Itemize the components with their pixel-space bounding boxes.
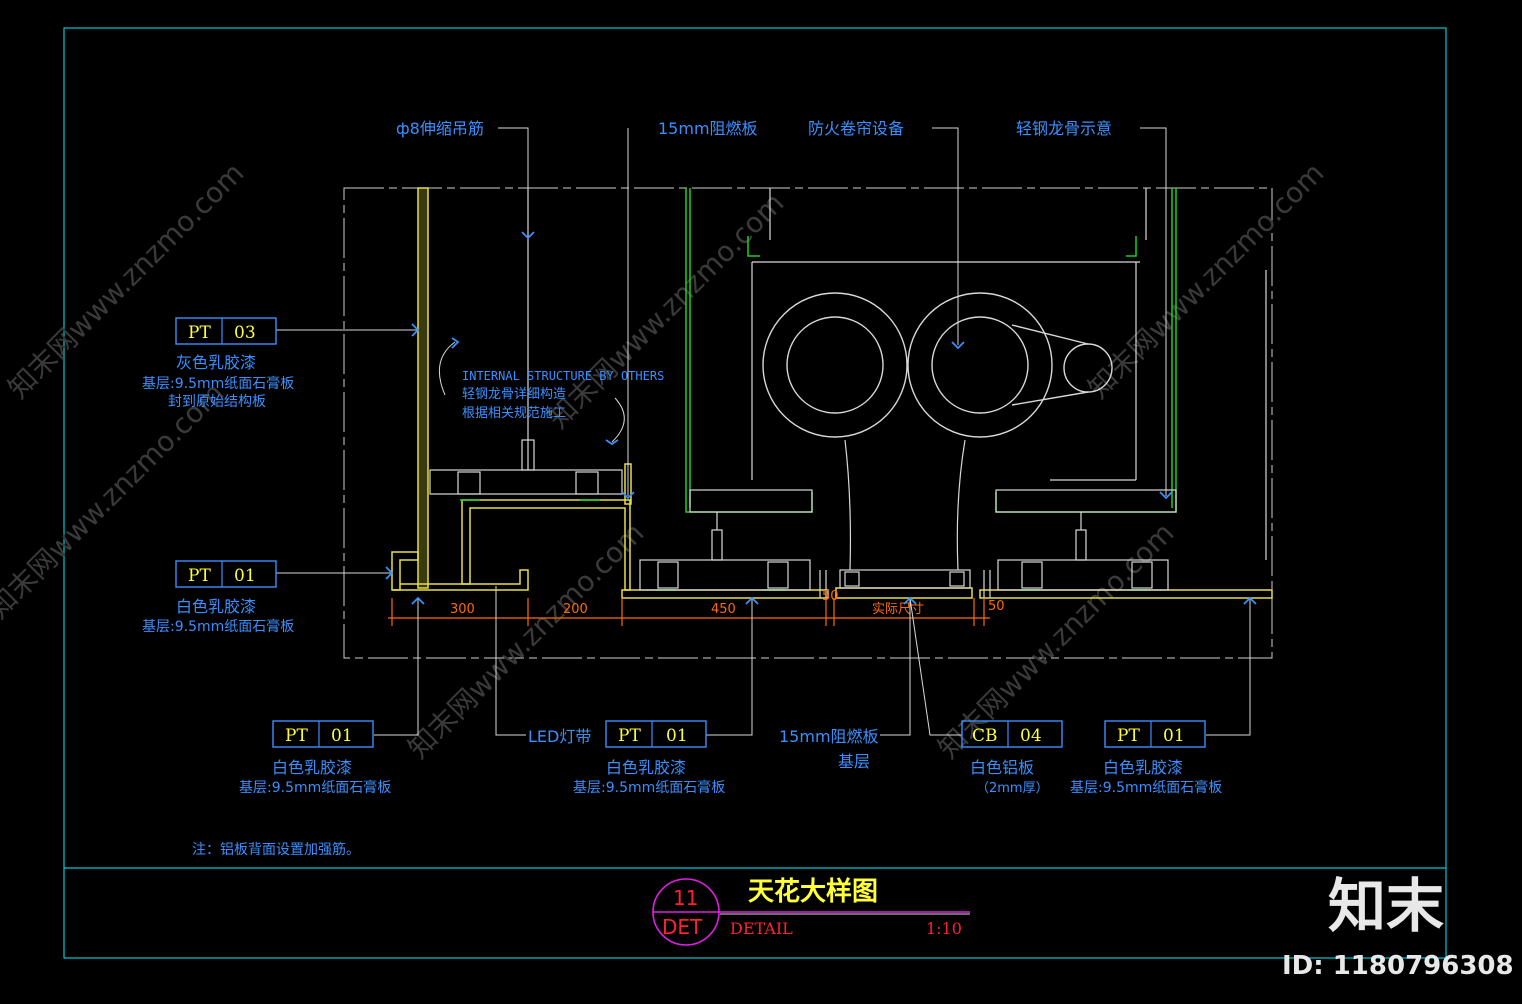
tag-num: 01 (666, 726, 688, 746)
structure-lines (429, 188, 1267, 598)
tag-code: CB (972, 726, 998, 746)
drawing-scale: 1:10 (926, 919, 962, 938)
detail-word: DETAIL (730, 919, 793, 938)
callout-fire-board: 15mm阻燃板 (658, 119, 758, 138)
watermark-text: 知末网www.znzmo.com (542, 186, 791, 435)
dim-actual: 实际尺寸 (872, 602, 924, 617)
tag-name: 灰色乳胶漆 (176, 353, 256, 372)
tag-name: 白色乳胶漆 (176, 597, 256, 616)
top-callouts: ф8伸缩吊筋 15mm阻燃板 防火卷帘设备 轻钢龙骨示意 (396, 119, 1112, 138)
drawing-note: 注：铝板背面设置加强筋。 (192, 841, 360, 858)
internal-note: INTERNAL STRUCTURE BY OTHERS 轻钢龙骨详细构造 根据… (462, 369, 664, 421)
tag-code: PT (285, 726, 308, 746)
drawing-frame (63, 27, 1447, 959)
dim-50-right: 50 (988, 599, 1005, 614)
callout-led-strip: LED灯带 (528, 727, 591, 746)
watermark-text: 知末网www.znzmo.com (402, 516, 651, 765)
tag-name: 白色铝板 (970, 758, 1034, 777)
tag-sub: （2mm厚） (976, 781, 1049, 796)
callout-steel-keel: 轻钢龙骨示意 (1016, 119, 1112, 138)
tag-sub: 基层:9.5mm纸面石膏板 (1070, 779, 1222, 796)
callout-fire-shutter: 防火卷帘设备 (808, 119, 904, 138)
brand-logo: 知末 (1328, 872, 1444, 940)
tag-code: PT (188, 323, 211, 343)
tag-sub: 基层:9.5mm纸面石膏板 (239, 779, 391, 796)
brand-id: ID: 1180796308 (1282, 951, 1514, 981)
tag-pt03-left: PT 03 灰色乳胶漆 基层:9.5mm纸面石膏板 封到原始结构板 (142, 317, 294, 410)
tag-pt01-left: PT 01 白色乳胶漆 基层:9.5mm纸面石膏板 (142, 560, 294, 635)
tag-num: 04 (1020, 726, 1042, 746)
internal-note-cn2: 根据相关规范施工 (462, 406, 566, 421)
dim-450: 450 (711, 602, 736, 617)
tag-sub: 基层:9.5mm纸面石膏板 (573, 779, 725, 796)
tag-sub: 基层:9.5mm纸面石膏板 (142, 618, 294, 635)
tag-num: 03 (234, 323, 256, 343)
tag-cb04: CB 04 白色铝板 （2mm厚） (961, 720, 1063, 796)
tag-sub: 基层:9.5mm纸面石膏板 (142, 375, 294, 392)
tag-sub: 封到原始结构板 (168, 394, 266, 410)
tag-pt01-bottom-2: PT 01 白色乳胶漆 基层:9.5mm纸面石膏板 (573, 720, 725, 796)
dimension-labels: 300 200 450 50 实际尺寸 50 (450, 589, 1005, 617)
drawing-title: 天花大样图 (748, 876, 878, 907)
detail-number: 11 (673, 886, 698, 910)
fire-shutter-equipment (762, 292, 1113, 438)
tag-code: PT (618, 726, 641, 746)
detail-boundary (343, 187, 1273, 659)
tag-code: PT (1117, 726, 1140, 746)
tag-pt01-bottom-3: PT 01 白色乳胶漆 基层:9.5mm纸面石膏板 (1070, 720, 1222, 796)
internal-arrows (438, 341, 625, 443)
callout-fire-board-bottom: 15mm阻燃板 (779, 727, 879, 746)
leader-lines (276, 127, 1251, 736)
dim-50-left: 50 (822, 589, 839, 604)
tag-num: 01 (331, 726, 353, 746)
tag-pt01-bottom-1: PT 01 白色乳胶漆 基层:9.5mm纸面石膏板 (239, 720, 391, 796)
tag-num: 01 (234, 566, 256, 586)
callout-base-layer: 基层 (838, 752, 870, 771)
title-block: 11 DET 天花大样图 DETAIL 1:10 (652, 876, 970, 946)
callout-board-base: 15mm阻燃板 基层 (779, 727, 879, 771)
detail-code: DET (662, 915, 703, 939)
internal-note-cn1: 轻钢龙骨详细构造 (462, 387, 566, 402)
dim-200: 200 (563, 602, 588, 617)
tag-code: PT (188, 566, 211, 586)
arrowheads (385, 231, 1257, 605)
dimension-line (388, 598, 990, 626)
tag-name: 白色乳胶漆 (606, 758, 686, 777)
watermarks: 知末网www.znzmo.com 知末网www.znzmo.com 知末网www… (0, 156, 1330, 765)
tag-num: 01 (1163, 726, 1185, 746)
dim-300: 300 (450, 602, 475, 617)
watermark-text: 知末网www.znzmo.com (1082, 156, 1331, 405)
tag-name: 白色乳胶漆 (272, 758, 352, 777)
watermark-text: 知末网www.znzmo.com (932, 516, 1181, 765)
callout-hanger-rod: ф8伸缩吊筋 (396, 119, 484, 138)
tag-name: 白色乳胶漆 (1103, 758, 1183, 777)
internal-note-en: INTERNAL STRUCTURE BY OTHERS (462, 369, 664, 383)
